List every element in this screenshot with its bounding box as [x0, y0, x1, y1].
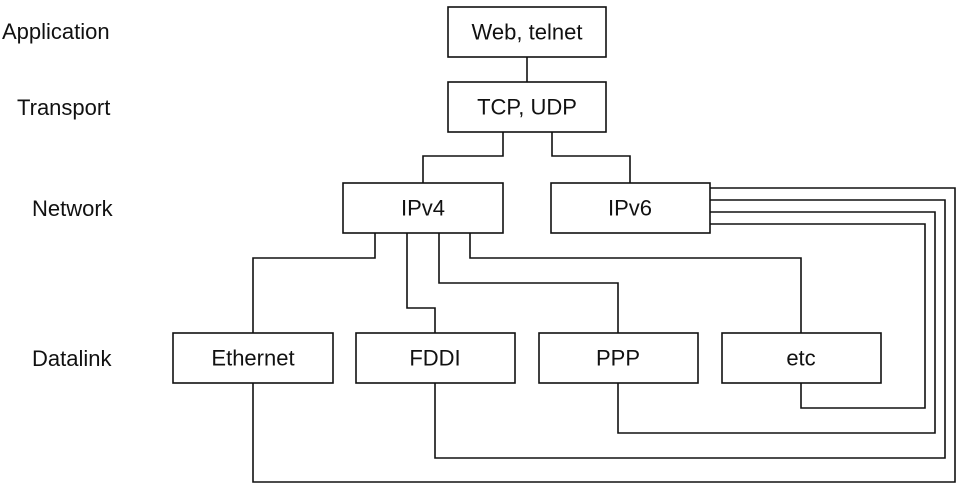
- box-fddi-label: FDDI: [409, 346, 460, 371]
- wire-ipv4-to-ppp: [438, 233, 619, 333]
- box-etc: etc: [721, 332, 882, 384]
- box-tcp-udp: TCP, UDP: [447, 81, 607, 133]
- wire-ipv6-to-ppp: [617, 211, 936, 434]
- layer-label-transport: Transport: [17, 95, 110, 120]
- wire-ipv6-to-etc: [710, 223, 926, 409]
- box-ppp-label: PPP: [596, 346, 640, 371]
- wire-ipv6-to-ethernet: [252, 187, 956, 483]
- wire-transport-to-ipv4: [422, 132, 504, 183]
- box-ipv4-label: IPv4: [401, 196, 445, 221]
- wire-ipv4-to-ethernet: [252, 233, 376, 333]
- wire-ipv4-to-etc: [469, 233, 802, 333]
- wire-transport-to-ipv6: [551, 132, 631, 183]
- connectors: [252, 57, 956, 483]
- box-tcp-udp-frame: [447, 81, 607, 133]
- box-etc-frame: [721, 332, 882, 384]
- box-ipv6-label: IPv6: [608, 196, 652, 221]
- box-ipv6: IPv6: [550, 182, 711, 234]
- box-ethernet-frame: [172, 332, 334, 384]
- box-web-telnet-frame: [447, 6, 607, 58]
- box-ipv4: IPv4: [342, 182, 504, 234]
- layer-label-datalink: Datalink: [32, 346, 112, 371]
- layer-labels: Application Transport Network Datalink: [2, 19, 114, 371]
- box-web-telnet: Web, telnet: [447, 6, 607, 58]
- box-ppp-frame: [538, 332, 699, 384]
- box-ethernet: Ethernet: [172, 332, 334, 384]
- box-tcp-udp-label: TCP, UDP: [477, 95, 577, 120]
- box-fddi: FDDI: [355, 332, 516, 384]
- box-web-telnet-label: Web, telnet: [472, 20, 583, 45]
- layer-label-application: Application: [2, 19, 110, 44]
- box-ppp: PPP: [538, 332, 699, 384]
- box-ipv4-frame: [342, 182, 504, 234]
- box-ethernet-label: Ethernet: [211, 346, 294, 371]
- box-etc-label: etc: [786, 346, 815, 371]
- box-ipv6-frame: [550, 182, 711, 234]
- box-fddi-frame: [355, 332, 516, 384]
- wire-ipv4-to-fddi: [406, 233, 436, 333]
- wire-ipv6-to-fddi: [434, 199, 946, 459]
- layer-label-network: Network: [32, 196, 114, 221]
